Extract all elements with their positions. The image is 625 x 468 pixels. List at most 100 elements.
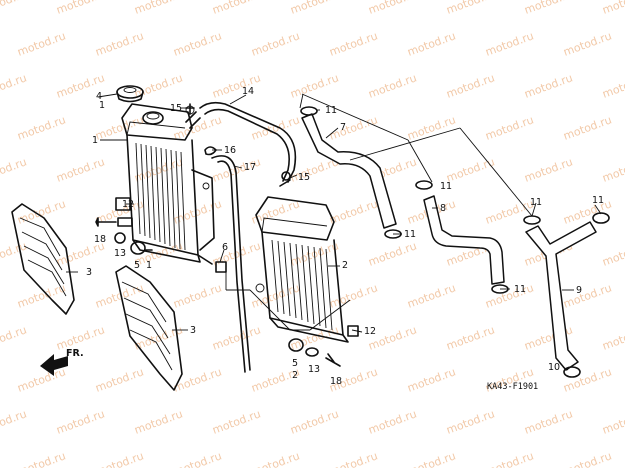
watermark-text: motod.ru: [16, 365, 68, 394]
watermark-text: motod.ru: [328, 281, 380, 310]
watermark-text: motod.ru: [445, 407, 497, 436]
watermark-text: motod.ru: [601, 71, 625, 100]
watermark-text: motod.ru: [16, 197, 68, 226]
watermark-text: motod.ru: [601, 239, 625, 268]
clip-16: [204, 146, 217, 156]
watermark-text: motod.ru: [94, 449, 146, 468]
callout-1-bolt: 1: [146, 260, 152, 271]
callout-1-radiator: 1: [92, 135, 98, 146]
watermark-text: motod.ru: [211, 323, 263, 352]
watermark-text: motod.ru: [562, 365, 614, 394]
bolt-15-top: [185, 103, 195, 115]
callout-9: 9: [576, 285, 582, 296]
watermark-text: motod.ru: [601, 407, 625, 436]
watermark-text: motod.ru: [172, 281, 224, 310]
callout-11-d: 11: [514, 284, 526, 295]
watermark-text: motod.ru: [94, 29, 146, 58]
watermark-text: motod.ru: [0, 323, 28, 352]
watermark-text: motod.ru: [328, 449, 380, 468]
watermark-text: motod.ru: [55, 407, 107, 436]
watermark-text: motod.ru: [484, 281, 536, 310]
callout-3-lower: 3: [190, 325, 196, 336]
watermark-text: motod.ru: [55, 155, 107, 184]
watermark-text: motod.ru: [172, 29, 224, 58]
watermark-text: motod.ru: [406, 113, 458, 142]
watermark-text: motod.ru: [601, 155, 625, 184]
diagram-code: KA43-F1901: [487, 382, 538, 392]
watermark-text: motod.ru: [484, 113, 536, 142]
callout-14: 14: [242, 86, 254, 97]
watermark-text: motod.ru: [250, 29, 302, 58]
watermark-text: motod.ru: [16, 29, 68, 58]
watermark-text: motod.ru: [211, 0, 263, 17]
watermark-text: motod.ru: [562, 29, 614, 58]
watermark-text: motod.ru: [484, 449, 536, 468]
callout-11-a: 11: [325, 105, 337, 116]
watermark-text: motod.ru: [445, 155, 497, 184]
watermark-text: motod.ru: [523, 71, 575, 100]
callout-2-radiator: 2: [342, 260, 348, 271]
callout-11-f: 11: [592, 195, 604, 206]
watermark-text: motod.ru: [211, 407, 263, 436]
watermark-text: motod.ru: [16, 449, 68, 468]
watermark-text: motod.ru: [133, 0, 185, 17]
watermark-text: motod.ru: [601, 0, 625, 17]
watermark-text: motod.ru: [406, 29, 458, 58]
hose-7: [301, 113, 397, 229]
watermark-text: motod.ru: [484, 29, 536, 58]
watermark-text: motod.ru: [250, 449, 302, 468]
callout-15-mid: 15: [298, 172, 310, 183]
watermark-text: motod.ru: [16, 113, 68, 142]
watermark-text: motod.ru: [445, 71, 497, 100]
callout-12-left: 12: [122, 199, 134, 210]
watermark-text: motod.ru: [94, 113, 146, 142]
watermark-text: motod.ru: [406, 365, 458, 394]
watermark-text: motod.ru: [484, 197, 536, 226]
callout-11-c: 11: [404, 229, 416, 240]
watermark-text: motod.ru: [0, 71, 28, 100]
callout-11-b: 11: [440, 181, 452, 192]
watermark-text: motod.ru: [328, 113, 380, 142]
watermark-text: motod.ru: [445, 323, 497, 352]
callout-7: 7: [340, 122, 346, 133]
watermark-text: motod.ru: [0, 407, 28, 436]
watermark-text: motod.ru: [328, 29, 380, 58]
watermark-text: motod.ru: [55, 0, 107, 17]
callout-5-right: 5: [292, 358, 298, 369]
callout-4: 4: [96, 91, 102, 102]
watermark-text: motod.ru: [562, 449, 614, 468]
watermark-text: motod.ru: [172, 113, 224, 142]
watermark-text: motod.ru: [289, 0, 341, 17]
watermark-text: motod.ru: [523, 407, 575, 436]
watermark-text: motod.ru: [601, 323, 625, 352]
hose-9: [525, 221, 597, 371]
watermark-text: motod.ru: [0, 239, 28, 268]
callout-17: 17: [244, 162, 256, 173]
callout-18-right: 18: [330, 376, 342, 387]
watermark-text: motod.ru: [367, 239, 419, 268]
callout-5-left: 5: [134, 260, 140, 271]
leader-lines: [66, 93, 602, 371]
watermark-text: motod.ru: [367, 407, 419, 436]
radiator-cap: [116, 85, 144, 103]
callout-3-upper: 3: [86, 267, 92, 278]
watermark-text: motod.ru: [562, 113, 614, 142]
callout-12-right: 12: [364, 326, 376, 337]
callout-10: 10: [548, 362, 560, 373]
watermark-text: motod.ru: [406, 449, 458, 468]
callout-6: 6: [222, 242, 228, 253]
hose-clamps: [300, 106, 610, 378]
left-fasteners: [95, 197, 227, 273]
callout-13-left: 13: [114, 248, 126, 259]
watermark-text: motod.ru: [367, 71, 419, 100]
shroud-lower: [115, 265, 183, 391]
callout-13-right: 13: [308, 364, 320, 375]
watermark-text: motod.ru: [445, 0, 497, 17]
right-fasteners: [281, 171, 359, 367]
callout-1-cap: 1: [99, 100, 105, 111]
watermark-text: motod.ru: [133, 407, 185, 436]
watermark-text: motod.ru: [367, 0, 419, 17]
callout-16: 16: [224, 145, 236, 156]
watermark-text: motod.ru: [172, 449, 224, 468]
